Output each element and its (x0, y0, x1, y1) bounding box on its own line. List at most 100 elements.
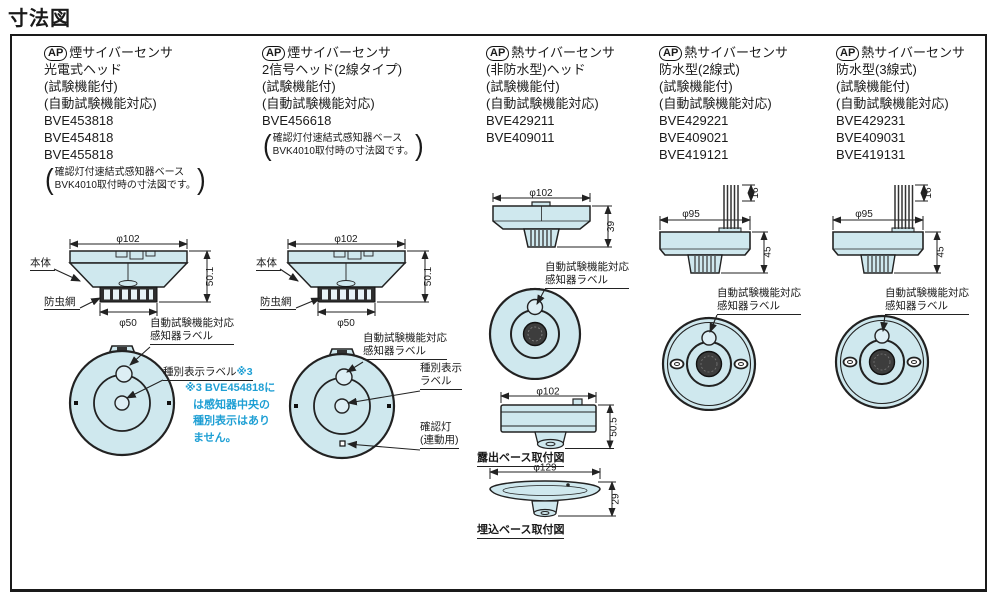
callout-line2: (連動用) (420, 434, 459, 446)
saucer-inner-line (502, 485, 588, 496)
auto-test-callout: 自動試験機能対応 感知器ラベル (885, 287, 969, 315)
waterproof-heat-sensor-bottom-view (834, 314, 930, 409)
auto-test-callout: 自動試験機能対応 感知器ラベル (545, 261, 629, 289)
product-name: 熱サイバーセンサ (684, 45, 789, 60)
product-feature: (試験機能付) (262, 79, 336, 94)
model-number: BVE456618 (262, 113, 332, 128)
base-note-text: 確認灯付速結式感知器ベース BVK4010取付時の寸法図です。 (273, 132, 414, 158)
callout-line2: 感知器ラベル (150, 330, 213, 342)
base-note-line1: 確認灯付速結式感知器ベース (272, 133, 403, 144)
page-title: 寸法図 (8, 8, 71, 30)
thermistor-stem (860, 254, 896, 274)
sensor-body (832, 231, 924, 256)
waterproof-heat-sensor-side-view: 16 φ95 45 (659, 184, 774, 274)
width-dimension (489, 468, 601, 479)
dim-height-label: 45 (763, 246, 774, 258)
rim-ring (666, 321, 752, 407)
flush-base-caption: 埋込ベース取付図 (477, 521, 565, 539)
heat-sensor-side-view: φ102 39 (492, 188, 617, 248)
mesh-slots (322, 289, 371, 300)
model-number: BVE409021 (659, 130, 729, 145)
mesh-label: 防虫網 (44, 296, 80, 310)
sensor-body (659, 231, 751, 256)
height-dimension (558, 481, 616, 517)
callout-line1: 確認灯 (420, 421, 452, 433)
side-mark (74, 401, 78, 405)
product-subtype: 防水型(2線式) (659, 62, 740, 77)
sensor-body (68, 250, 189, 288)
callout-line1: 自動試験機能対応 (885, 287, 969, 299)
side-mark (294, 404, 298, 408)
paren-close: ) (196, 161, 206, 195)
base-note-line2: BVK4010取付時の寸法図です。 (272, 146, 414, 157)
base-note: ( 確認灯付速結式感知器ベース BVK4010取付時の寸法図です。 ) (44, 163, 207, 195)
model-number: BVE454818 (44, 130, 114, 145)
body-label: 本体 (256, 257, 281, 271)
thermistor-center (522, 321, 548, 347)
thermistor-stem (687, 254, 723, 274)
paren-open: ( (45, 161, 54, 195)
height-dimension (565, 404, 614, 450)
height-dimension (721, 231, 768, 274)
dim-height-label: 29 (611, 493, 622, 505)
confirmation-lamp-callout: 確認灯 (連動用) (420, 421, 459, 449)
side-mark (167, 401, 171, 405)
width-dimension (287, 239, 406, 249)
flush-base-side-view: φ129 29 (489, 463, 622, 518)
smoke-sensor-bottom-view (288, 348, 396, 460)
base-body (500, 404, 597, 433)
saucer-bottom (489, 488, 601, 502)
dim-height-label: 50.1 (205, 266, 216, 286)
product-feature: (自動試験機能対応) (262, 96, 375, 111)
waterproof-heat-sensor-side-view: 16 φ95 45 (832, 184, 947, 274)
auto-test-label-spot (526, 298, 544, 316)
ap-badge: AP (836, 46, 860, 61)
side-mark (387, 404, 391, 408)
dim-wire-label: 16 (750, 187, 761, 199)
exposed-base-side-view: φ102 50.5 (500, 387, 618, 450)
stem-ribs (867, 256, 889, 272)
auto-test-callout: 自動試験機能対応 感知器ラベル (150, 317, 234, 345)
product-feature: (自動試験機能対応) (836, 96, 949, 111)
model-number: BVE429211 (486, 113, 555, 128)
heat-sensor-bottom-view (488, 287, 582, 380)
dim-wire-label: 16 (923, 187, 934, 199)
callout-line1: 自動試験機能対応 (717, 287, 801, 299)
height-dimension (894, 231, 941, 274)
ap-badge: AP (44, 46, 68, 61)
model-number: BVE429231 (836, 113, 906, 128)
wire-dimension (915, 184, 928, 202)
mounting-hole-inner (738, 362, 744, 366)
note-line: ません。 (193, 431, 237, 444)
dim-height-label: 39 (606, 221, 617, 233)
model-number: BVE419131 (836, 147, 906, 162)
mounting-hole (669, 358, 685, 370)
note-reference: ※3 (236, 366, 253, 378)
callout-line1: 種別表示 (420, 362, 462, 374)
note-line: 種別表示はあり (193, 415, 270, 427)
body-details (493, 206, 590, 222)
mesh-dimension (99, 303, 158, 316)
dim-mesh-label: φ50 (337, 318, 355, 329)
callout-line2: 感知器ラベル (885, 300, 948, 312)
mounting-hole (733, 358, 749, 370)
mounting-hole-inner (674, 362, 680, 366)
callout-line2: 感知器ラベル (717, 300, 780, 312)
callout-text: 種別表示ラベル (163, 366, 237, 378)
dim-height-label: 50.1 (423, 266, 434, 286)
stem-ribs (530, 230, 552, 246)
height-dimension (377, 250, 429, 303)
thermistor-stem (523, 228, 560, 248)
dim-width-label: φ95 (682, 209, 700, 220)
rim-ring (839, 319, 925, 405)
dim-width-label: φ102 (334, 234, 358, 245)
product-name: 煙サイバーセンサ (287, 45, 392, 60)
product-subtype: (非防水型)ヘッド (486, 62, 586, 77)
tab-latch (117, 347, 127, 352)
auto-test-callout: 自動試験機能対応 感知器ラベル (363, 332, 447, 360)
width-dimension (500, 392, 597, 403)
exposed-base-caption: 露出ベース取付図 (477, 449, 565, 467)
